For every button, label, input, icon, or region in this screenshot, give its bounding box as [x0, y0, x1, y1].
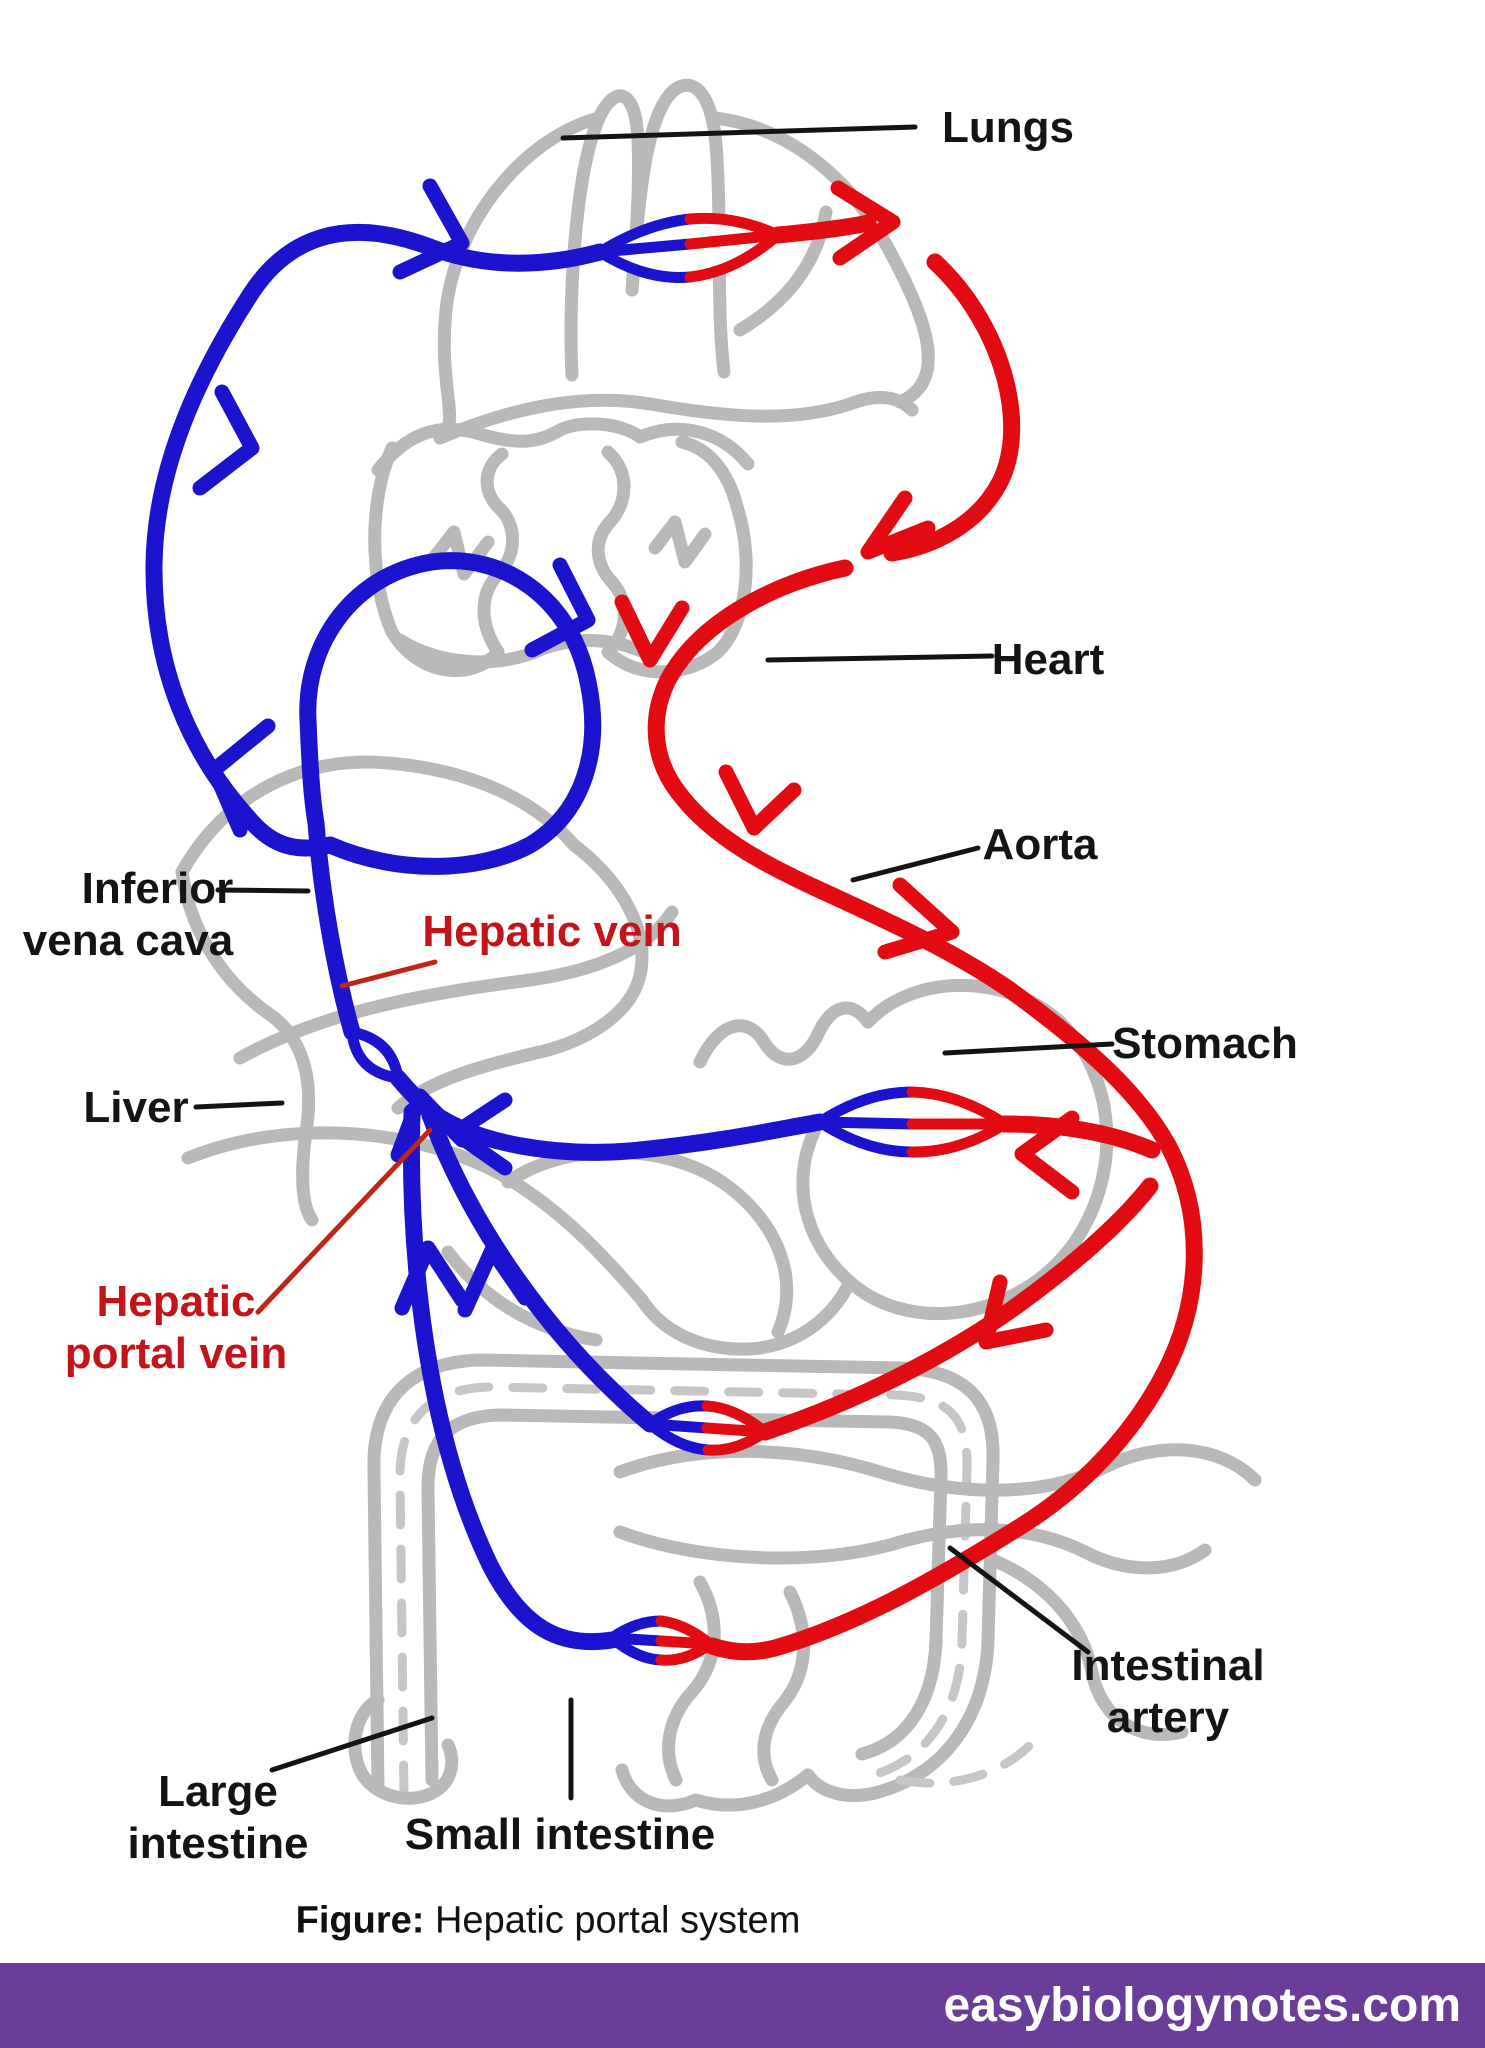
- small-intestine-loop-4: [662, 1575, 721, 1787]
- lungs-base-wave: [433, 391, 919, 445]
- through-heart-segment: [647, 559, 854, 801]
- figure-caption-prefix: Figure:: [295, 1899, 425, 1942]
- hepatic-capillary-fill: [352, 1032, 398, 1078]
- vein-arrow-portal-right: [457, 1242, 533, 1318]
- descending-arc-to-heart: [883, 253, 1021, 562]
- liver-leader-line: [193, 1100, 285, 1110]
- intestinal-artery-branch: [756, 1177, 1159, 1441]
- small-intestine-loop-1: [613, 1443, 1262, 1497]
- artery-arrow-intestinal: [978, 1274, 1054, 1350]
- lung-capillary-red-half: [684, 212, 784, 283]
- vein-arrow-lower-arc: [206, 718, 276, 838]
- heart-inner-zigzag-right: [648, 515, 712, 569]
- lower-intestine-capillary-blue-half: [606, 1615, 667, 1666]
- small-intestine-dashed-tail: [895, 1740, 1035, 1788]
- small-intestine-loop-3: [986, 1553, 1189, 1741]
- small-intestine-bottom-tail: [615, 1763, 815, 1813]
- artery-arrow-from-lungs: [830, 180, 901, 266]
- stomach-leader-line: [942, 1041, 1115, 1056]
- heart-center-squiggle: [591, 445, 631, 659]
- artery-arrow-into-heart: [860, 490, 936, 560]
- organ-outlines: [175, 78, 1262, 1813]
- label-lungs: Lungs: [942, 103, 1074, 153]
- lower-intestine-capillary-red-half: [655, 1615, 716, 1666]
- label-inferior-vena-cava: Inferior vena cava: [22, 864, 234, 965]
- hepatic-portal-vein-leader-line: [255, 1127, 433, 1315]
- vein-arrow-left-arc: [192, 384, 260, 496]
- gastric-vein: [415, 1097, 829, 1161]
- lungs-leader-line: [560, 124, 918, 141]
- intestinal-artery-leader-line: [947, 1545, 1091, 1655]
- stomach-capillary-blue-half: [814, 1086, 918, 1158]
- vein-arrow-portal-left: [394, 1240, 470, 1316]
- lungs-right-lobe: [709, 111, 935, 409]
- label-hepatic-portal-vein: Hepatic portal vein: [64, 1277, 288, 1378]
- heart-leader-line: [765, 653, 995, 663]
- footer-bar: easybiologynotes.com: [0, 1963, 1485, 2048]
- large-intestine-outer: [367, 1353, 1000, 1803]
- inferior-vena-cava-leader-line: [215, 887, 311, 894]
- arterial-system: [647, 214, 1203, 1661]
- pancreas-band: [181, 1126, 649, 1307]
- figure-caption-text: Hepatic portal system: [424, 1899, 801, 1942]
- large-intestine-leader-line: [269, 1715, 435, 1773]
- label-small-intestine: Small intestine: [404, 1810, 716, 1860]
- heart-left-edge: [368, 441, 505, 678]
- label-heart: Heart: [991, 635, 1105, 685]
- large-intestine-dashed-line: [395, 1382, 972, 1800]
- artery-arrow-in-heart: [614, 594, 690, 668]
- pulmonary-return-to-body: [769, 214, 877, 244]
- aorta-trunk: [669, 783, 1203, 1661]
- label-aorta: Aorta: [982, 820, 1098, 870]
- hepatic-vein-leader-line: [339, 959, 438, 989]
- flow-arrows: [192, 178, 1080, 1350]
- heart-left-squiggle: [477, 447, 519, 659]
- label-liver: Liver: [83, 1083, 189, 1133]
- stomach-duodenum: [635, 1275, 857, 1356]
- gastric-artery-branch: [996, 1115, 1161, 1159]
- pulmonary-artery-heart-loop-ivc: [145, 223, 609, 1041]
- label-intestinal-artery: Intestinal artery: [1071, 1641, 1265, 1742]
- small-intestine-loop-5: [757, 1585, 811, 1787]
- vein-arrow-heart-loop: [524, 557, 596, 658]
- capillary-beds: [345, 212, 1011, 1666]
- stomach-capillary-red-half: [906, 1086, 1011, 1158]
- duodenum-loop-lower: [441, 1245, 603, 1347]
- vein-arrow-to-lungs: [392, 178, 470, 280]
- liver-right-edge: [391, 838, 649, 1115]
- small-intestine-loop-2: [613, 1523, 1212, 1575]
- portal-branch-to-lower-intestine: [402, 1103, 621, 1651]
- hepatic-capillary-outline: [345, 1025, 405, 1085]
- lungs-outline: [433, 111, 605, 445]
- figure-caption: Figure: Hepatic portal system: [296, 1900, 801, 1943]
- vein-arrow-liver-entry: [390, 1088, 470, 1163]
- label-large-intestine: Large intestine: [127, 1767, 309, 1868]
- artery-arrow-gastric: [1014, 1110, 1080, 1200]
- label-stomach: Stomach: [1112, 1019, 1298, 1069]
- heart-top-wave: [371, 417, 755, 477]
- aorta-leader-line: [850, 845, 981, 883]
- cecum-pouch: [348, 1693, 459, 1805]
- stomach-esophagus-squiggle: [693, 1001, 875, 1069]
- artery-arrow-aorta-mid: [877, 877, 960, 960]
- upper-intestine-capillary-red-half: [701, 1400, 771, 1456]
- artery-arrow-aorta-exit: [718, 764, 802, 836]
- liver-left-edge: [175, 865, 319, 1227]
- leader-lines: [193, 124, 1115, 1801]
- footer-site-text: easybiologynotes.com: [943, 1979, 1461, 2032]
- label-hepatic-vein: Hepatic vein: [422, 907, 682, 957]
- lung-capillary-blue-half: [594, 213, 696, 283]
